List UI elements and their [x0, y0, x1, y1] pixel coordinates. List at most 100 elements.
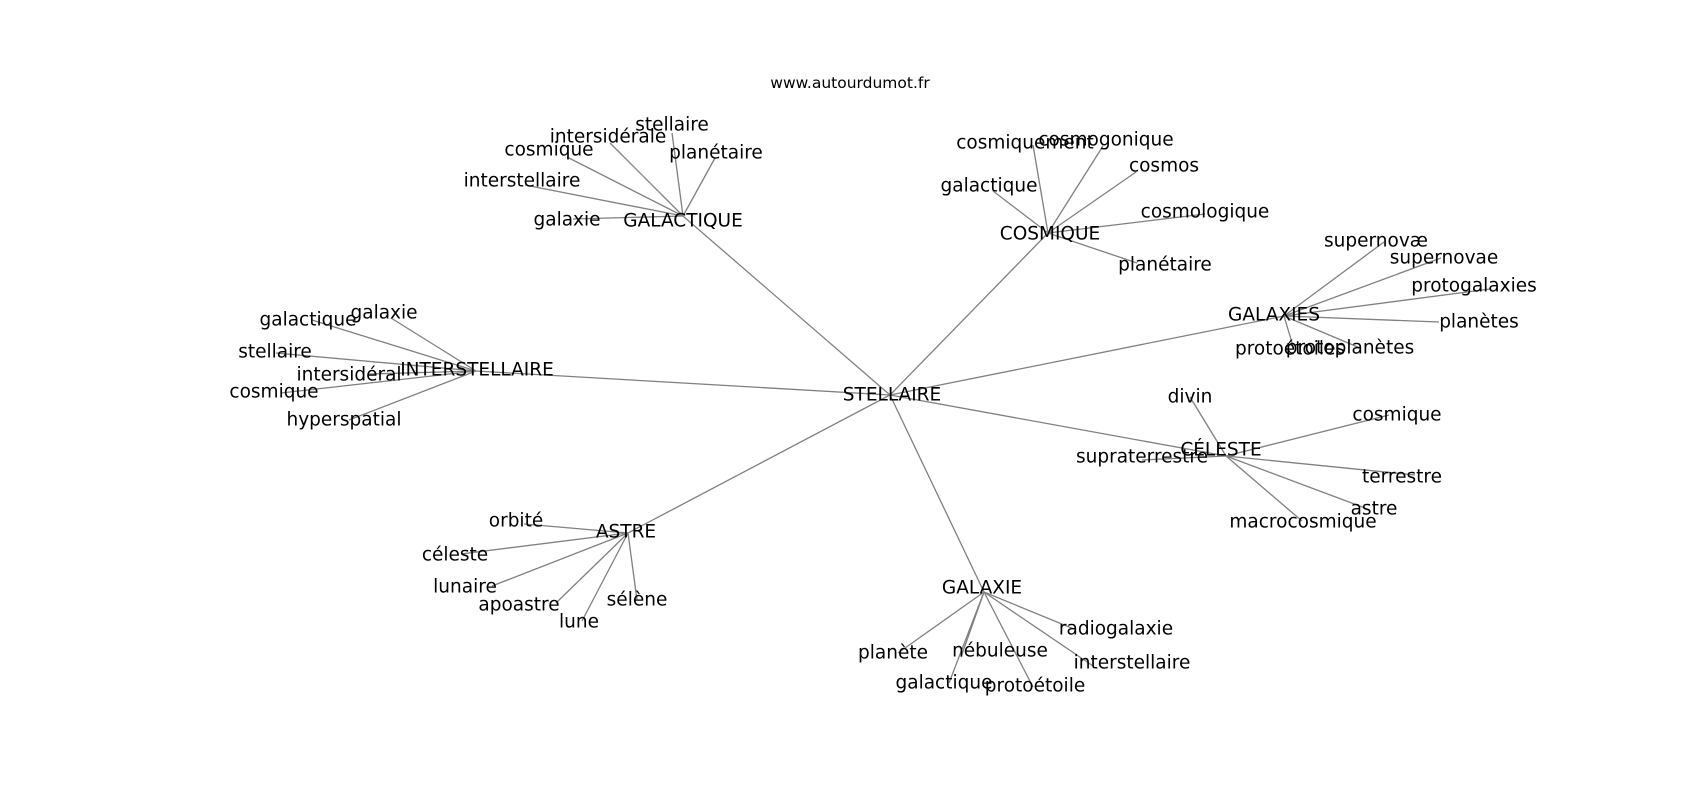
- edge-galaxie-interstellaire: [983, 591, 1094, 667]
- leaf-node-galaxie-radiogalaxie: radiogalaxie: [1059, 619, 1173, 640]
- edge-astre-lune: [581, 532, 629, 622]
- edge-celeste-divin: [1189, 396, 1227, 457]
- edge-astre-lunaire: [491, 532, 629, 587]
- edge-astre-orbite: [523, 523, 629, 534]
- edge-center-cosmique: [889, 232, 1049, 396]
- edge-center-galactique: [682, 215, 891, 396]
- edge-center-galaxie: [889, 394, 985, 593]
- edge-interstellaire-intersideral: [368, 370, 477, 375]
- edge-galactique-stellaire: [671, 132, 684, 217]
- leaf-node-celeste-astre: astre: [1351, 499, 1398, 520]
- edge-celeste-cosmique: [1225, 414, 1390, 457]
- leaf-node-celeste-divin: divin: [1168, 387, 1213, 408]
- edge-astre-selene: [627, 532, 638, 601]
- leaf-node-astre-celeste: céleste: [422, 545, 488, 566]
- edge-galactique-intersiderale: [609, 142, 684, 217]
- leaf-node-galaxie-nebuleuse: nébuleuse: [952, 641, 1048, 662]
- leaf-node-galaxies-supernovae: supernovæ: [1324, 231, 1428, 252]
- leaf-node-interstellaire-hyperspatial: hyperspatial: [287, 410, 402, 431]
- edge-cosmique-cosmologique: [1047, 213, 1206, 234]
- leaf-node-galaxies-protogalaxies: protogalaxies: [1411, 276, 1537, 297]
- leaf-node-galactique-cosmique: cosmique: [504, 140, 593, 161]
- hub-node-interstellaire: INTERSTELLAIRE: [400, 360, 554, 381]
- leaf-node-galactique-stellaire: stellaire: [635, 115, 709, 136]
- edge-galactique-interstellaire: [524, 184, 684, 217]
- edge-astre-apoastre: [555, 532, 629, 604]
- edge-celeste-terrestre: [1225, 455, 1416, 476]
- edges-layer: [275, 132, 1491, 688]
- leaf-node-astre-orbite: orbité: [489, 511, 543, 532]
- hub-node-cosmique: COSMIQUE: [1000, 224, 1100, 245]
- leaf-node-interstellaire-galaxie: galaxie: [350, 303, 417, 324]
- hub-node-galaxies: GALAXIES: [1228, 305, 1320, 326]
- leaf-node-galaxies-supernovae: supernovae: [1390, 248, 1498, 269]
- edge-cosmique-cosmos: [1047, 171, 1137, 234]
- leaf-node-interstellaire-stellaire: stellaire: [238, 342, 312, 363]
- leaf-node-cosmique-cosmos: cosmos: [1129, 156, 1199, 177]
- leaf-node-interstellaire-cosmique: cosmique: [229, 382, 318, 403]
- leaf-node-galaxie-galactique: galactique: [896, 673, 993, 694]
- leaf-node-astre-selene: sélène: [607, 590, 668, 611]
- leaf-node-astre-lune: lune: [559, 612, 599, 633]
- edge-galaxies-supernovae: [1283, 241, 1385, 317]
- leaf-node-galactique-intersiderale: intersidérale: [550, 127, 666, 148]
- labels-layer: STELLAIREGALACTIQUEstellaireintersidéral…: [229, 115, 1536, 697]
- edge-galaxies-protoetoiles: [1283, 315, 1294, 347]
- edge-celeste-macrocosmique: [1225, 455, 1303, 522]
- leaf-node-galactique-interstellaire: interstellaire: [464, 171, 581, 192]
- edge-center-interstellaire: [475, 370, 891, 396]
- edge-galactique-planetaire: [682, 157, 716, 217]
- edge-galaxie-radiogalaxie: [983, 591, 1075, 630]
- edge-celeste-supraterrestre: [1141, 455, 1227, 461]
- leaf-node-astre-apoastre: apoastre: [478, 595, 559, 616]
- leaf-node-interstellaire-intersideral: intersidéral: [296, 365, 401, 386]
- leaf-node-galaxie-planete: planète: [858, 643, 928, 664]
- leaf-node-cosmique-cosmiquement: cosmiquement: [956, 133, 1094, 154]
- edge-galactique-cosmique: [566, 156, 684, 217]
- edge-celeste-astre: [1225, 455, 1366, 509]
- hub-node-galactique: GALACTIQUE: [623, 211, 743, 232]
- leaf-node-celeste-cosmique: cosmique: [1352, 405, 1441, 426]
- source-attribution: www.autourdumot.fr: [770, 74, 930, 92]
- edge-galaxies-protoplanetes: [1283, 315, 1361, 349]
- edge-center-galaxies: [889, 315, 1285, 396]
- edge-center-astre: [627, 394, 891, 534]
- leaf-node-galaxies-planetes: planètes: [1439, 312, 1519, 333]
- edge-galaxies-planetes: [1283, 315, 1440, 323]
- leaf-node-cosmique-planetaire: planétaire: [1118, 255, 1212, 276]
- edge-astre-celeste: [460, 532, 629, 555]
- edge-cosmique-planetaire: [1047, 232, 1138, 264]
- leaf-node-celeste-supraterrestre: supraterrestre: [1076, 447, 1208, 468]
- hub-node-galaxie: GALAXIE: [942, 578, 1022, 599]
- edge-galaxie-planete: [897, 591, 985, 654]
- edge-interstellaire-hyperspatial: [348, 370, 477, 421]
- edge-interstellaire-galaxie: [390, 317, 477, 372]
- edge-cosmique-cosmogonique: [1047, 145, 1104, 234]
- edge-galaxies-protogalaxies: [1283, 288, 1491, 317]
- leaf-node-celeste-terrestre: terrestre: [1362, 467, 1442, 488]
- leaf-node-galaxie-protoetoile: protoétoile: [985, 676, 1085, 697]
- edge-interstellaire-galactique: [311, 319, 477, 372]
- leaf-node-galaxie-interstellaire: interstellaire: [1074, 653, 1191, 674]
- leaf-node-cosmique-galactique: galactique: [941, 176, 1038, 197]
- leaf-node-galactique-galaxie: galaxie: [533, 210, 600, 231]
- edge-galaxie-protoetoile: [983, 591, 1034, 688]
- edge-interstellaire-cosmique: [280, 370, 477, 394]
- edge-galaxies-supernovae: [1283, 257, 1442, 317]
- edge-center-celeste: [889, 394, 1227, 457]
- edge-interstellaire-stellaire: [275, 352, 477, 372]
- edge-galactique-galaxie: [572, 215, 684, 220]
- leaf-node-astre-lunaire: lunaire: [433, 577, 497, 598]
- leaf-node-galaxies-protoetoiles: protoétoiles: [1235, 339, 1345, 360]
- edge-cosmique-galactique: [992, 190, 1049, 234]
- hub-node-celeste: CÉLESTE: [1180, 439, 1261, 461]
- hub-node-astre: ASTRE: [596, 522, 656, 543]
- leaf-node-galactique-planetaire: planétaire: [669, 143, 763, 164]
- leaf-node-cosmique-cosmologique: cosmologique: [1141, 202, 1270, 223]
- leaf-node-cosmique-cosmogonique: cosmogonique: [1038, 130, 1173, 151]
- edge-cosmique-cosmiquement: [1032, 144, 1049, 234]
- edge-galaxie-galactique: [948, 591, 985, 684]
- leaf-node-interstellaire-galactique: galactique: [260, 310, 357, 331]
- leaf-node-celeste-macrocosmique: macrocosmique: [1229, 512, 1376, 533]
